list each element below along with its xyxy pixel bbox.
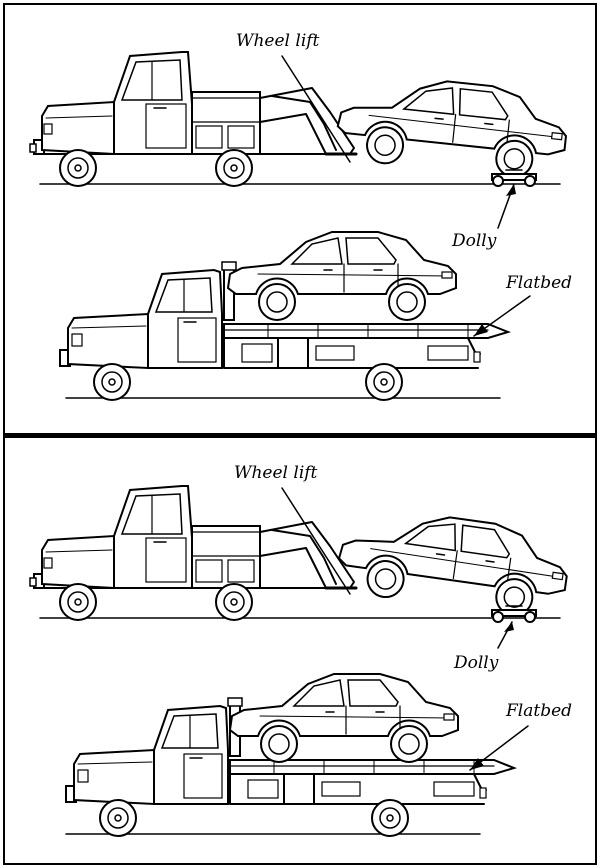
arrowhead-dolly bbox=[506, 184, 516, 196]
wheel-lift-scene: Wheel lift Dolly bbox=[30, 463, 573, 673]
towed-car-illustration bbox=[334, 71, 570, 182]
flatbed-scene: Flatbed bbox=[66, 674, 572, 836]
carried-car-illustration bbox=[228, 232, 456, 320]
panel-bottom: Wheel lift Dolly Flatbed bbox=[30, 463, 573, 836]
carried-car-illustration bbox=[230, 674, 458, 762]
tow-truck-illustration bbox=[30, 486, 356, 620]
wheel-lift-scene: Wheel lift Dolly bbox=[30, 31, 570, 251]
label-dolly: Dolly bbox=[451, 231, 497, 251]
flatbed-scene: Flatbed bbox=[60, 232, 572, 400]
label-flatbed: Flatbed bbox=[505, 273, 572, 293]
tow-truck-illustration bbox=[30, 52, 356, 186]
panel-top: Wheel lift Dolly Flatbed bbox=[30, 31, 572, 400]
leader-wheel-lift bbox=[282, 488, 350, 594]
towed-car-illustration bbox=[335, 503, 573, 622]
label-dolly: Dolly bbox=[453, 653, 499, 673]
panel-divider bbox=[4, 433, 596, 438]
label-wheel-lift: Wheel lift bbox=[236, 31, 320, 51]
label-flatbed: Flatbed bbox=[505, 701, 572, 721]
leader-wheel-lift bbox=[282, 56, 350, 162]
arrowhead-dolly bbox=[504, 622, 514, 632]
label-wheel-lift: Wheel lift bbox=[234, 463, 318, 483]
